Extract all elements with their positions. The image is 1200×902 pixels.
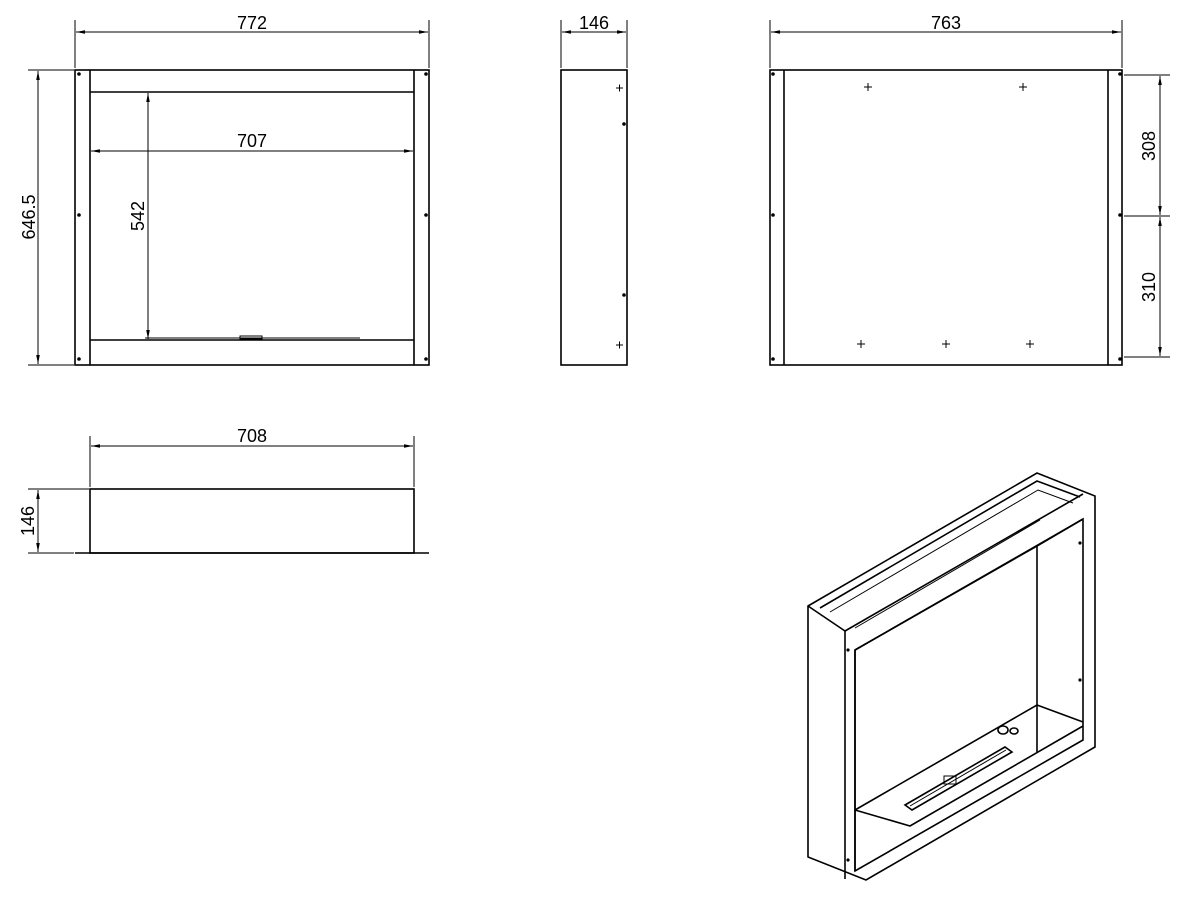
top-body [89, 488, 415, 554]
dim-overall-width: 772 [237, 13, 267, 33]
dim-overall-height: 646.5 [19, 194, 39, 239]
dim-inner-width: 707 [237, 131, 267, 151]
side-body [560, 69, 628, 366]
dim-back-width: 763 [931, 13, 961, 33]
back-outer-frame [769, 69, 1123, 366]
iso-front-flange [807, 472, 1096, 881]
side-view: 146 [560, 13, 628, 366]
dim-lower-segment: 310 [1139, 272, 1159, 302]
dim-inner-height: 542 [128, 201, 148, 231]
front-outer-frame [74, 69, 430, 366]
iso-opening [854, 517, 1084, 873]
front-view: 772 646.5 707 542 [19, 13, 430, 366]
iso-burner [903, 746, 1014, 811]
dim-top-width: 708 [237, 426, 267, 446]
isometric-view [807, 472, 1096, 881]
back-view: 763 308 310 [769, 13, 1170, 366]
dim-upper-segment: 308 [1139, 131, 1159, 161]
front-burner-knob [239, 335, 263, 340]
dim-side-depth: 146 [579, 13, 609, 33]
dim-top-depth: 146 [18, 506, 38, 536]
top-view: 708 146 [18, 426, 429, 554]
